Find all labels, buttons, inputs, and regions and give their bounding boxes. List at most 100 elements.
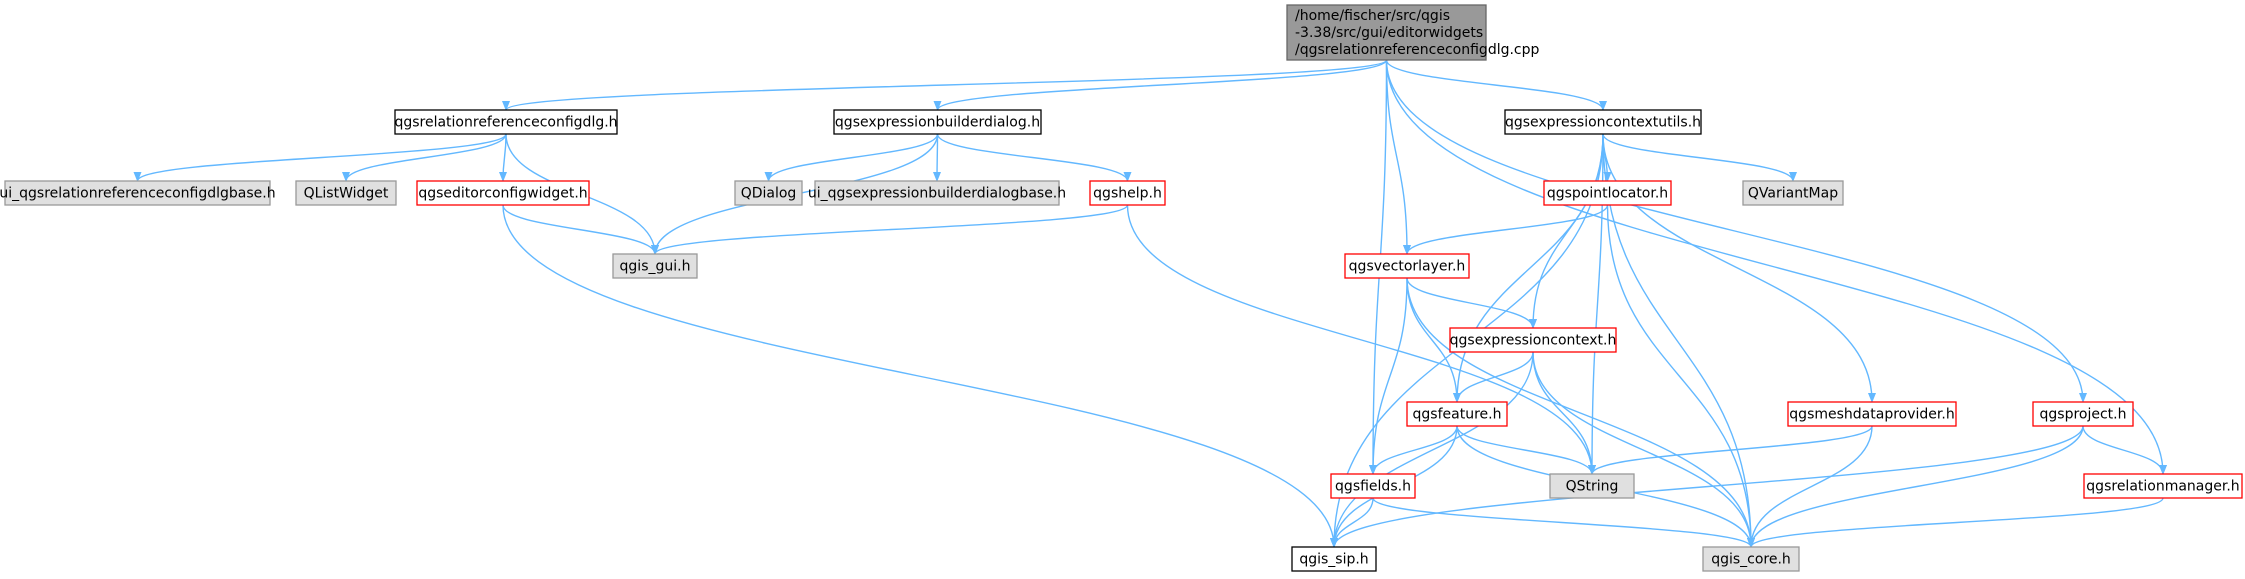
node-box-pointlocator_h[interactable] xyxy=(1543,180,1672,206)
edge-meshdataprovider_h-to-qstring xyxy=(1588,425,1873,475)
node-sip_h[interactable]: qgis_sip.h xyxy=(1291,546,1377,572)
node-ui_relrefcfgdlgbase_h[interactable]: ui_qgsrelationreferenceconfigdlgbase.h xyxy=(0,180,276,206)
node-label-ui_relrefcfgdlgbase_h-0: ui_qgsrelationreferenceconfigdlgbase.h xyxy=(0,186,276,202)
node-feature_h[interactable]: qgsfeature.h xyxy=(1406,401,1508,427)
node-exprctxutils_h[interactable]: qgsexpressioncontextutils.h xyxy=(1504,109,1702,135)
node-label-relrefcfgdlg_h-0: qgsrelationreferenceconfigdlg.h xyxy=(394,115,617,131)
node-label-ui_exprbuilderdlgbase_h-0: ui_qgsexpressionbuilderdialogbase.h xyxy=(808,186,1066,202)
edge-relmanager_h-to-core_h xyxy=(1747,497,2164,548)
node-qvariantmap[interactable]: QVariantMap xyxy=(1742,180,1844,206)
node-relmanager_h[interactable]: qgsrelationmanager.h xyxy=(2083,473,2243,499)
node-box-qstring[interactable] xyxy=(1549,473,1635,499)
node-label-root-2: /qgsrelationreferenceconfigdlg.cpp xyxy=(1295,42,1540,58)
node-box-project_h[interactable] xyxy=(2032,401,2134,427)
node-box-qlistwidget[interactable] xyxy=(295,180,397,206)
node-qlistwidget[interactable]: QListWidget xyxy=(295,180,397,206)
node-label-feature_h-0: qgsfeature.h xyxy=(1413,407,1502,423)
node-box-exprctxutils_h[interactable] xyxy=(1504,109,1702,135)
node-qdialog[interactable]: QDialog xyxy=(734,180,803,206)
node-box-help_h[interactable] xyxy=(1089,180,1166,206)
node-relrefcfgdlg_h[interactable]: qgsrelationreferenceconfigdlg.h xyxy=(394,109,618,135)
node-label-root-1: -3.38/src/gui/editorwidgets xyxy=(1295,25,1483,41)
edge-exprctxutils_h-to-meshdataprovider_h xyxy=(1602,133,1876,403)
node-box-meshdataprovider_h[interactable] xyxy=(1787,401,1957,427)
edge-help_h-to-gui_h xyxy=(651,204,1129,255)
node-label-qvariantmap-0: QVariantMap xyxy=(1748,186,1838,202)
node-vectorlayer_h[interactable]: qgsvectorlayer.h xyxy=(1344,253,1470,279)
node-label-sip_h-0: qgis_sip.h xyxy=(1299,552,1368,568)
edge-project_h-to-sip_h xyxy=(1330,425,2084,548)
node-box-sip_h[interactable] xyxy=(1291,546,1377,572)
edge-editorcfgwidget_h-to-gui_h xyxy=(502,204,659,255)
node-box-feature_h[interactable] xyxy=(1406,401,1508,427)
node-box-editorcfgwidget_h[interactable] xyxy=(416,180,590,206)
node-label-exprctx_h-0: qgsexpressioncontext.h xyxy=(1450,333,1617,349)
node-label-relmanager_h-0: qgsrelationmanager.h xyxy=(2086,479,2239,495)
edge-feature_h-to-fields_h xyxy=(1369,425,1458,475)
node-box-ui_relrefcfgdlgbase_h[interactable] xyxy=(4,180,271,206)
node-box-ui_exprbuilderdlgbase_h[interactable] xyxy=(814,180,1060,206)
edge-exprctx_h-to-feature_h xyxy=(1453,351,1534,403)
node-label-qlistwidget-0: QListWidget xyxy=(304,186,389,202)
node-gui_h[interactable]: qgis_gui.h xyxy=(612,253,698,279)
edge-exprctx_h-to-sip_h xyxy=(1330,351,1534,548)
node-label-fields_h-0: qgsfields.h xyxy=(1335,479,1411,495)
node-label-gui_h-0: qgis_gui.h xyxy=(620,259,691,275)
node-box-root[interactable] xyxy=(1286,4,1487,61)
node-box-vectorlayer_h[interactable] xyxy=(1344,253,1470,279)
node-box-relrefcfgdlg_h[interactable] xyxy=(394,109,618,135)
node-label-exprctxutils_h-0: qgsexpressioncontextutils.h xyxy=(1505,115,1701,131)
node-meshdataprovider_h[interactable]: qgsmeshdataprovider.h xyxy=(1787,401,1957,427)
edge-pointlocator_h-to-vectorlayer_h xyxy=(1403,204,1609,255)
edge-pointlocator_h-to-core_h xyxy=(1606,204,1755,548)
node-label-vectorlayer_h-0: qgsvectorlayer.h xyxy=(1349,259,1466,275)
edge-editorcfgwidget_h-to-sip_h xyxy=(502,204,1338,548)
node-label-project_h-0: qgsproject.h xyxy=(2040,407,2127,423)
edge-project_h-to-relmanager_h xyxy=(2082,425,2167,475)
node-label-meshdataprovider_h-0: qgsmeshdataprovider.h xyxy=(1789,407,1954,423)
node-box-fields_h[interactable] xyxy=(1330,473,1416,499)
node-editorcfgwidget_h[interactable]: qgseditorconfigwidget.h xyxy=(416,180,590,206)
edge-exprbuilderdlg_h-to-help_h xyxy=(936,133,1132,182)
node-box-qdialog[interactable] xyxy=(734,180,803,206)
nodes-layer: /home/fischer/src/qgis-3.38/src/gui/edit… xyxy=(0,4,2243,572)
edge-root-to-vectorlayer_h xyxy=(1385,59,1411,255)
edges-layer xyxy=(133,59,2167,548)
node-box-relmanager_h[interactable] xyxy=(2083,473,2243,499)
edge-feature_h-to-qstring xyxy=(1456,425,1596,475)
edge-exprctxutils_h-to-core_h xyxy=(1602,133,1755,548)
edge-exprctxutils_h-to-exprctx_h xyxy=(1529,133,1604,329)
node-exprctx_h[interactable]: qgsexpressioncontext.h xyxy=(1449,327,1617,353)
edge-relrefcfgdlg_h-to-qlistwidget xyxy=(342,133,507,182)
node-exprbuilderdlg_h[interactable]: qgsexpressionbuilderdialog.h xyxy=(833,109,1042,135)
edge-meshdataprovider_h-to-core_h xyxy=(1747,425,1873,548)
edge-relrefcfgdlg_h-to-ui_relrefcfgdlgbase_h xyxy=(133,133,507,182)
node-root[interactable]: /home/fischer/src/qgis-3.38/src/gui/edit… xyxy=(1286,4,1540,61)
edge-help_h-to-qstring xyxy=(1126,204,1596,475)
node-pointlocator_h[interactable]: qgspointlocator.h xyxy=(1543,180,1672,206)
node-box-core_h[interactable] xyxy=(1702,546,1800,572)
node-qstring[interactable]: QString xyxy=(1549,473,1635,499)
edge-fields_h-to-sip_h xyxy=(1330,497,1374,548)
node-box-exprctx_h[interactable] xyxy=(1449,327,1617,353)
node-core_h[interactable]: qgis_core.h xyxy=(1702,546,1800,572)
node-box-exprbuilderdlg_h[interactable] xyxy=(833,109,1042,135)
node-label-qstring-0: QString xyxy=(1566,479,1619,495)
edge-root-to-relmanager_h xyxy=(1385,59,2167,475)
edge-relrefcfgdlg_h-to-editorcfgwidget_h xyxy=(499,133,508,182)
node-label-help_h-0: qgshelp.h xyxy=(1093,186,1162,202)
edge-exprctx_h-to-qstring xyxy=(1532,351,1596,475)
node-box-gui_h[interactable] xyxy=(612,253,698,279)
edge-vectorlayer_h-to-core_h xyxy=(1406,277,1755,548)
node-label-exprbuilderdlg_h-0: qgsexpressionbuilderdialog.h xyxy=(835,115,1040,131)
edge-root-to-exprbuilderdlg_h xyxy=(933,59,1388,111)
edge-vectorlayer_h-to-fields_h xyxy=(1369,277,1408,475)
node-fields_h[interactable]: qgsfields.h xyxy=(1330,473,1416,499)
node-project_h[interactable]: qgsproject.h xyxy=(2032,401,2134,427)
node-help_h[interactable]: qgshelp.h xyxy=(1089,180,1166,206)
node-label-qdialog-0: QDialog xyxy=(741,186,797,202)
edge-root-to-project_h xyxy=(1385,59,2087,403)
node-box-qvariantmap[interactable] xyxy=(1742,180,1844,206)
node-ui_exprbuilderdlgbase_h[interactable]: ui_qgsexpressionbuilderdialogbase.h xyxy=(808,180,1066,206)
